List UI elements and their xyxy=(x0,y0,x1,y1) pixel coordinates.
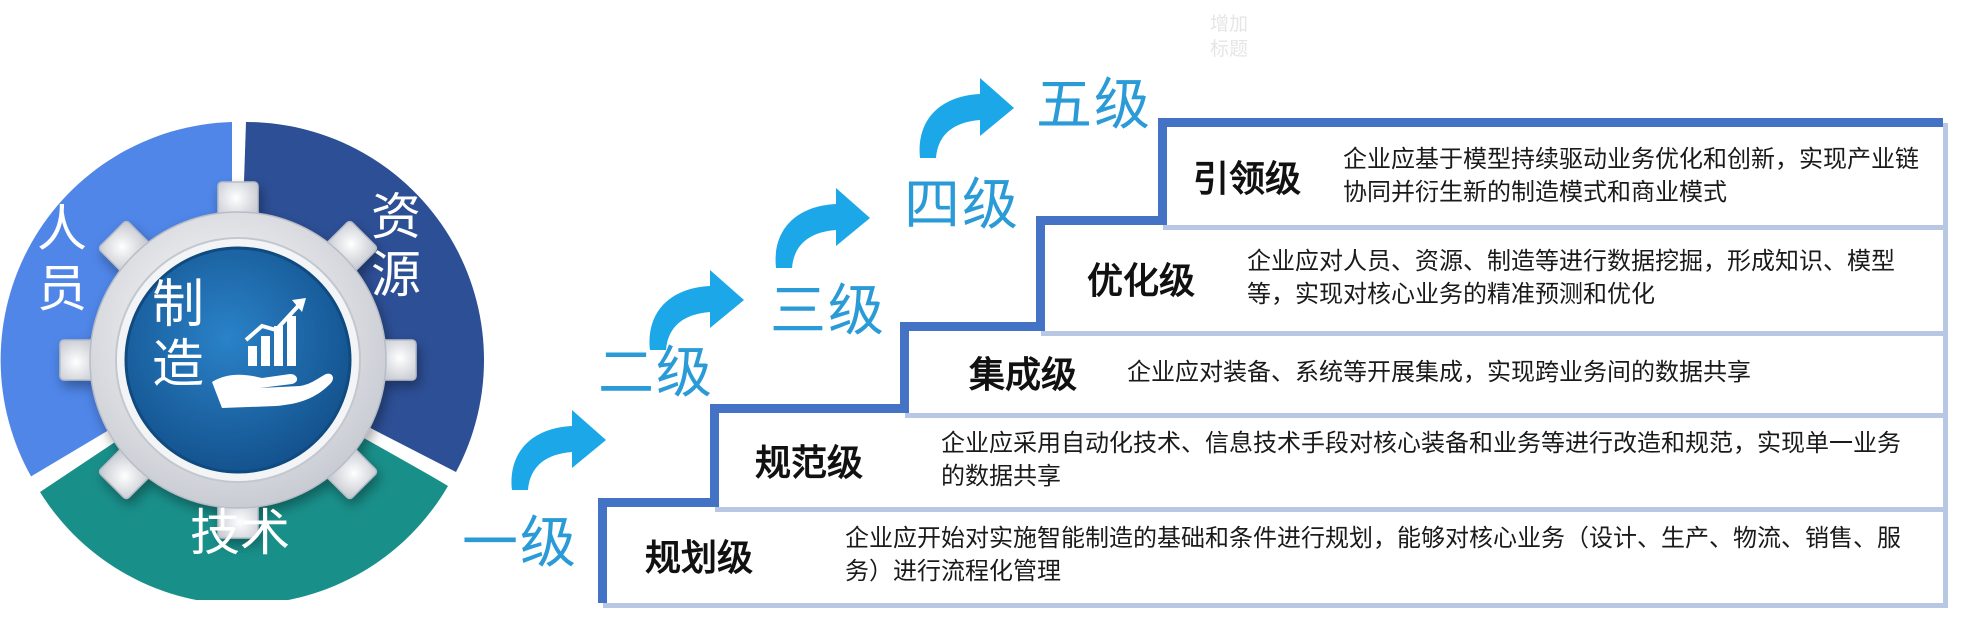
curved-arrow-icon-2 xyxy=(649,270,744,350)
hand-growth-chart-icon xyxy=(212,298,333,408)
step-level-4-desc: 企业应对人员、资源、制造等进行数据挖掘，形成知识、模型等，实现对核心业务的精准预… xyxy=(1247,247,1895,308)
segment-resources-label-line1: 资 xyxy=(371,188,421,246)
segment-personnel-label-line1: 人 xyxy=(37,200,87,258)
segment-resources-label-line2: 源 xyxy=(371,246,421,304)
step-level-3-name: 集成级 xyxy=(969,355,1078,396)
level-label-3: 三级 xyxy=(770,279,886,344)
manufacturing-wheel: 制 造 人 员 资 源 技术 xyxy=(0,120,485,600)
step-level-1: 规划级 企业应开始对实施智能制造的基础和条件进行规划，能够对核心业务（设计、生产… xyxy=(598,498,1943,603)
step-level-5-name: 引领级 xyxy=(1193,159,1302,200)
level-label-2: 二级 xyxy=(598,341,714,406)
title-placeholder-line2: 标题 xyxy=(1210,38,1249,60)
title-placeholder[interactable]: 增加 标题 xyxy=(1210,12,1270,62)
step-level-3-desc: 企业应对装备、系统等开展集成，实现跨业务间的数据共享 xyxy=(1127,357,1751,386)
curved-arrow-icon-4 xyxy=(919,78,1014,158)
step-level-2: 规范级 企业应采用自动化技术、信息技术手段对核心装备和业务等进行改造和规范，实现… xyxy=(710,404,1943,507)
curved-arrow-icon-3 xyxy=(775,188,870,268)
hub-label-line2: 造 xyxy=(152,335,204,395)
step-level-5: 引领级 企业应基于模型持续驱动业务优化和创新，实现产业链协同并衍生新的制造模式和… xyxy=(1158,118,1943,225)
step-level-1-desc: 企业应开始对实施智能制造的基础和条件进行规划，能够对核心业务（设计、生产、物流、… xyxy=(845,524,1901,585)
level-label-4: 四级 xyxy=(904,173,1020,238)
segment-technology-label: 技术 xyxy=(190,504,290,562)
level-label-1: 一级 xyxy=(462,511,578,576)
segment-personnel-label-line2: 员 xyxy=(37,260,87,318)
hub-label-line1: 制 xyxy=(152,275,204,335)
step-level-4-name: 优化级 xyxy=(1087,261,1196,302)
curved-arrow-icon-1 xyxy=(511,410,606,490)
level-label-5: 五级 xyxy=(1036,73,1152,138)
step-level-2-name: 规范级 xyxy=(755,443,864,484)
title-placeholder-line1: 增加 xyxy=(1210,13,1249,35)
hub-circle xyxy=(124,246,352,474)
step-level-4: 优化级 企业应对人员、资源、制造等进行数据挖掘，形成知识、模型等，实现对核心业务… xyxy=(1036,216,1943,331)
step-level-5-desc: 企业应基于模型持续驱动业务优化和创新，实现产业链协同并衍生新的制造模式和商业模式 xyxy=(1343,145,1919,206)
step-level-1-name: 规划级 xyxy=(645,538,754,579)
step-level-3: 集成级 企业应对装备、系统等开展集成，实现跨业务间的数据共享 xyxy=(900,322,1943,413)
step-level-2-desc: 企业应采用自动化技术、信息技术手段对核心装备和业务等进行改造和规范，实现单一业务… xyxy=(941,429,1901,490)
